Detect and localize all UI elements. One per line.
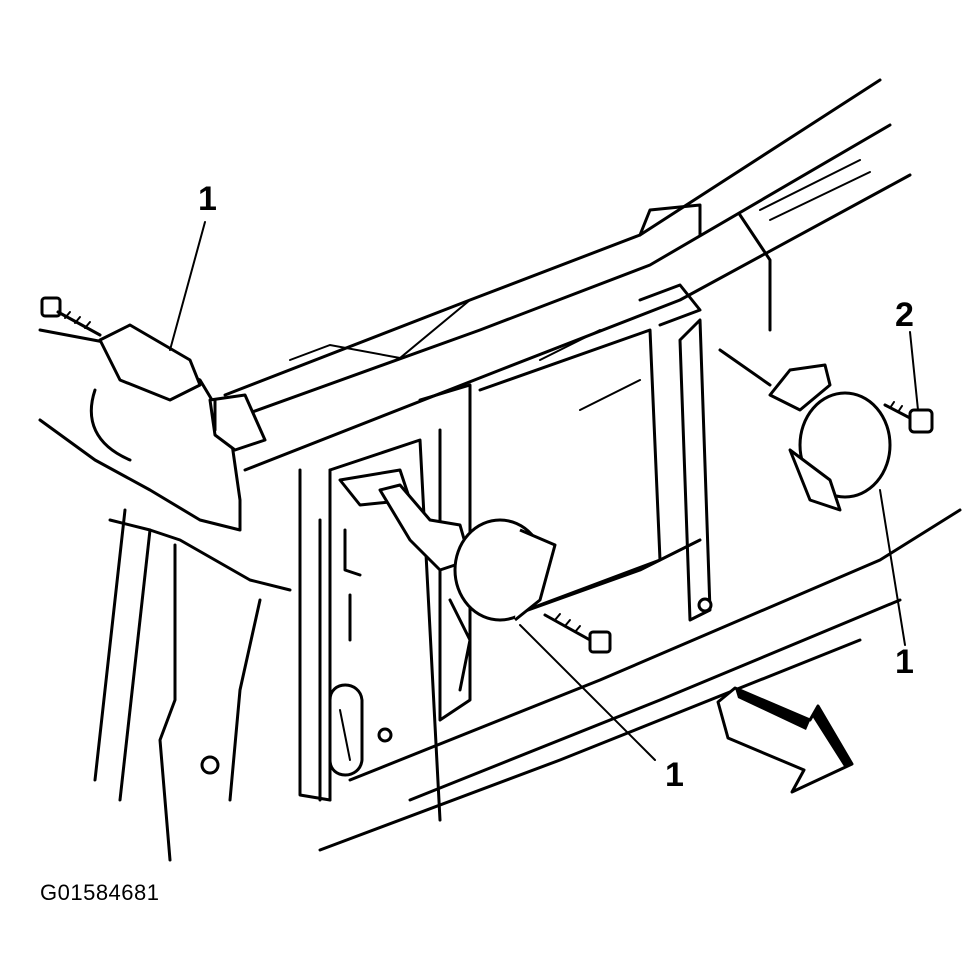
bolt-right xyxy=(883,401,934,434)
center-bracket xyxy=(418,283,713,722)
callout-horn-left: 1 xyxy=(198,180,217,218)
forward-arrow-icon xyxy=(716,686,854,794)
bolt-left xyxy=(40,296,102,337)
callout-horn-center: 1 xyxy=(665,756,684,794)
side-panel xyxy=(200,438,442,822)
callout-horn-right: 1 xyxy=(895,643,914,681)
bolt-center xyxy=(543,613,612,654)
radiator-opening xyxy=(318,328,962,852)
figure-id: G01584681 xyxy=(40,880,160,905)
horn-center xyxy=(378,483,557,692)
horn-right xyxy=(718,348,892,512)
horn-left xyxy=(98,323,267,452)
callout-bolt: 2 xyxy=(895,296,914,334)
leader-lines xyxy=(169,221,919,761)
fender-left xyxy=(38,328,322,862)
radiator-support-top xyxy=(223,78,912,472)
